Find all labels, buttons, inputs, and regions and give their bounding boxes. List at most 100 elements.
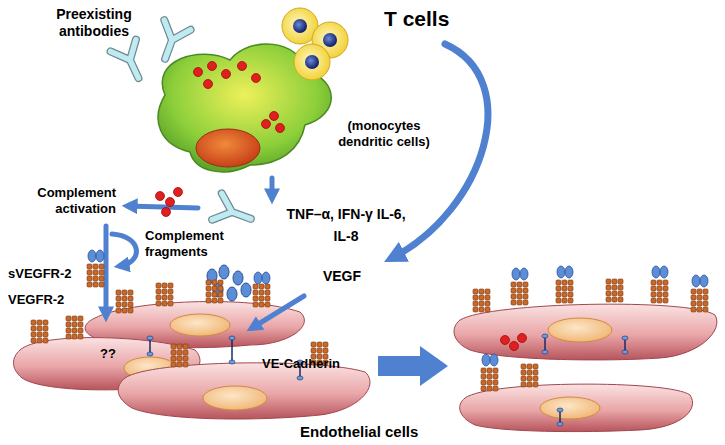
receptor-domain (485, 289, 490, 294)
monocyte-cell (158, 44, 331, 172)
receptor-domain (162, 289, 167, 294)
receptor-domain (93, 276, 98, 281)
receptor-domain (568, 280, 573, 285)
receptor-domain (517, 300, 522, 305)
receptor-domain (663, 298, 668, 303)
receptor-domain (171, 356, 176, 361)
receptor-domain (93, 282, 98, 287)
receptor-domain (183, 350, 188, 355)
receptor-domain (259, 302, 264, 307)
antigen-dot (162, 208, 171, 217)
receptor-domain (265, 284, 270, 289)
receptor-domain (612, 279, 617, 284)
receptor-domain (521, 376, 526, 381)
receptor-domain (487, 386, 492, 391)
receptor-domain (78, 322, 83, 327)
ligand-part (520, 268, 528, 280)
receptor-domain (473, 307, 478, 312)
receptor-domain (663, 292, 668, 297)
label-text: Endothelial cells (300, 423, 460, 441)
vegfr2-receptor (156, 283, 173, 306)
antigen-dot (204, 80, 213, 89)
receptor-domain (31, 320, 36, 325)
receptor-domain (206, 280, 211, 285)
label-text: VEGF (310, 268, 374, 285)
vegfr2-receptor (171, 344, 188, 367)
receptor-domain (87, 276, 92, 281)
receptor-domain (556, 298, 561, 303)
receptor-domain (527, 376, 532, 381)
antibody (152, 20, 191, 63)
vegf-ligand (557, 266, 573, 278)
label-text: T cells (384, 6, 474, 31)
receptor-domain (128, 302, 133, 307)
fragment (219, 265, 229, 279)
receptor-domain (37, 320, 42, 325)
receptor-domain (527, 364, 532, 369)
arrow (392, 44, 488, 258)
receptor-domain (517, 294, 522, 299)
receptor-domain (265, 296, 270, 301)
receptor-domain (206, 292, 211, 297)
antigen-dot (238, 62, 247, 71)
receptor-domain (473, 301, 478, 306)
receptor-domain (31, 326, 36, 331)
receptor-domain (253, 296, 258, 301)
ligand-part (482, 354, 490, 366)
receptor-domain (481, 368, 486, 373)
receptor-domain (493, 368, 498, 373)
junction-end (297, 376, 303, 380)
receptor-domain (657, 292, 662, 297)
receptor-domain (481, 374, 486, 379)
receptor-domain (523, 300, 528, 305)
ligand-part (262, 272, 270, 284)
antigen-dot (262, 120, 271, 129)
receptor-domain (66, 316, 71, 321)
receptor-domain (493, 374, 498, 379)
vegfr2-receptor (606, 279, 623, 302)
antibody (111, 40, 152, 84)
vegfr2-receptor (206, 280, 223, 303)
receptor-domain (691, 307, 696, 312)
receptor-domain (177, 344, 182, 349)
junction-line (231, 338, 233, 362)
receptor-domain (37, 326, 42, 331)
receptor-domain (206, 298, 211, 303)
vegf-ligand (482, 354, 498, 366)
receptor-domain (177, 362, 182, 367)
receptor-domain (183, 344, 188, 349)
receptor-domain (43, 326, 48, 331)
receptor-domain (618, 279, 623, 284)
receptor-domain (43, 332, 48, 337)
receptor-domain (479, 295, 484, 300)
t-cell-nucleus (293, 19, 307, 33)
receptor-domain (691, 289, 696, 294)
antigen-dot (270, 112, 279, 121)
ligand-part (692, 275, 700, 287)
antibodies (111, 20, 256, 232)
receptor-domain (612, 291, 617, 296)
label-text: Complement fragments (145, 228, 235, 259)
receptor-domain (651, 280, 656, 285)
receptor-domain (87, 282, 92, 287)
receptor-domain (43, 338, 48, 343)
t-cell-nucleus (323, 33, 337, 47)
receptor-domain (37, 338, 42, 343)
receptor-domain (523, 288, 528, 293)
label-text: Complement activation (20, 185, 116, 216)
vegfr2-receptor (521, 364, 538, 387)
receptor-domain (218, 298, 223, 303)
block-arrow (378, 346, 448, 386)
receptor-domain (533, 382, 538, 387)
receptor-domain (78, 316, 83, 321)
ve-cadherin-junction (229, 336, 235, 364)
receptor-domain (156, 295, 161, 300)
receptor-domain (212, 280, 217, 285)
receptor-domain (212, 298, 217, 303)
junction-end (542, 350, 548, 354)
receptor-domain (697, 289, 702, 294)
receptor-domain (618, 297, 623, 302)
receptor-domain (218, 286, 223, 291)
